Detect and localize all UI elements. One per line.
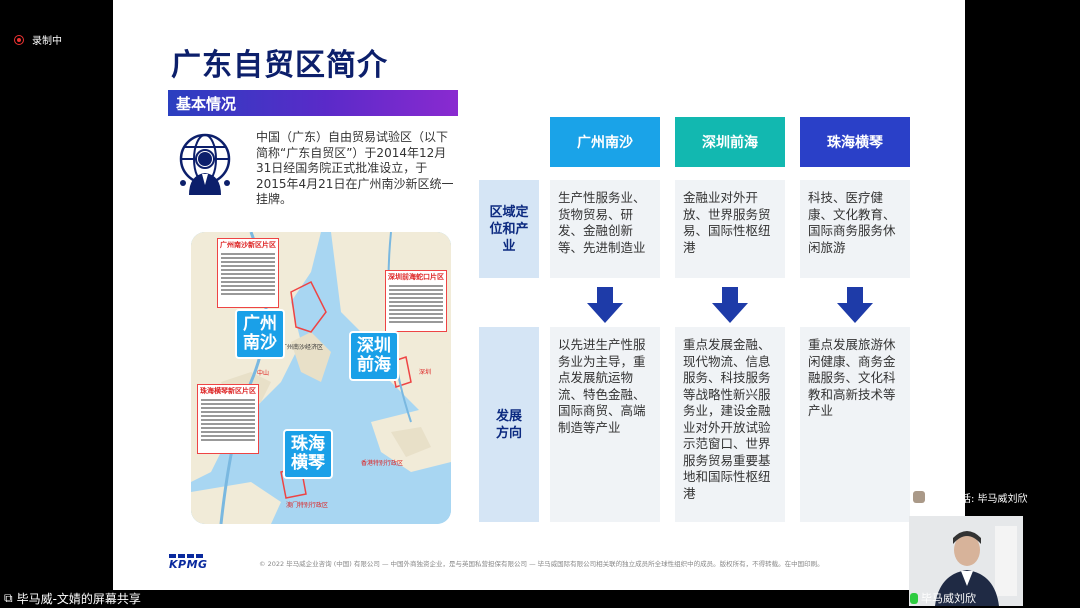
speaker-status-text: 正在讲话: 毕马威刘欣 — [931, 493, 1028, 505]
map-small-label: 中山 — [257, 370, 270, 377]
row-label-direction: 发展方向 — [479, 327, 539, 522]
businessman-globe-icon — [179, 133, 231, 195]
map-box-title-qianhai: 深圳前海蛇口片区 — [388, 273, 444, 281]
kpmg-logo: KPMG — [169, 558, 208, 571]
map-label-hengqin: 珠海 横琴 — [283, 429, 333, 479]
map-label-qianhai: 深圳 前海 — [349, 331, 399, 381]
down-arrow-icon — [587, 287, 623, 323]
cell-positioning-nansha: 生产性服务业、货物贸易、研发、金融创新等、先进制造业 — [550, 180, 660, 278]
map-box-title-nansha: 广州南沙新区片区 — [220, 241, 276, 249]
map-box-title-hengqin: 珠海横琴新区片区 — [200, 387, 256, 395]
column-header-hengqin: 珠海横琴 — [800, 117, 910, 167]
subtitle-bar: 基本情况 — [168, 90, 458, 116]
cell-direction-hengqin: 重点发展旅游休闲健康、商务金融服务、文化科教和高新技术等产业 — [800, 327, 910, 522]
cell-direction-nansha: 以先进生产性服务业为主导，重点发展航运物流、特色金融、国际商贸、高端制造等产业 — [550, 327, 660, 522]
kpmg-logo-mark — [169, 554, 203, 558]
map-small-label: 广州南沙经济区 — [281, 344, 324, 351]
recording-indicator[interactable]: 录制中 — [14, 32, 62, 47]
recording-label: 录制中 — [32, 36, 62, 47]
speaker-video-tile[interactable] — [909, 516, 1023, 606]
map-info-box-hengqin: 珠海横琴新区片区 — [197, 384, 259, 454]
speaker-name-tag: 毕马威刘欣 — [910, 590, 976, 606]
screen-share-text: 毕马威-文婧的屏幕共享 — [16, 592, 141, 606]
speaker-person-icon — [909, 516, 1023, 606]
column-header-nansha: 广州南沙 — [550, 117, 660, 167]
cell-positioning-qianhai: 金融业对外开放、世界服务贸易、国际性枢纽港 — [675, 180, 785, 278]
record-icon — [14, 34, 24, 45]
microphone-icon — [910, 592, 918, 604]
map-info-box-nansha: 广州南沙新区片区 — [217, 238, 279, 308]
speaker-status: 正在讲话: 毕马威刘欣 — [913, 488, 1073, 506]
screen-share-icon: ⧉ — [4, 591, 13, 605]
map-small-label: 香港特别行政区 — [361, 460, 404, 467]
speaker-avatar-icon — [913, 491, 925, 503]
cell-direction-qianhai: 重点发展金融、现代物流、信息服务、科技服务等战略性新兴服务业，建设金融业对外开放… — [675, 327, 785, 522]
speaker-name-text: 毕马威刘欣 — [921, 592, 976, 605]
map-small-label: 澳门特别行政区 — [286, 502, 329, 509]
footer-copyright: © 2022 毕马威企业咨询 (中国) 有限公司 — 中国外商独资企业，是与英国… — [259, 560, 824, 568]
screen-share-label[interactable]: ⧉ 毕马威-文婧的屏幕共享 — [4, 590, 141, 607]
intro-text: 中国（广东）自由贸易试验区（以下简称“广东自贸区”）于2014年12月31日经国… — [256, 130, 454, 206]
row-label-positioning: 区域定位和产业 — [479, 180, 539, 278]
region-map: 广州南沙新区片区 深圳前海蛇口片区 珠海横琴新区片区 广州南沙经济区 中山 深圳… — [191, 232, 451, 524]
map-small-label: 深圳 — [419, 369, 432, 376]
map-info-box-qianhai: 深圳前海蛇口片区 — [385, 270, 447, 332]
shared-slide: 广东自贸区简介 基本情况 中国（广东）自由贸易试验区（以下简称“广东自贸区”）于… — [113, 0, 965, 590]
down-arrow-icon — [712, 287, 748, 323]
map-label-nansha: 广州 南沙 — [235, 309, 285, 359]
cell-positioning-hengqin: 科技、医疗健康、文化教育、国际商务服务休闲旅游 — [800, 180, 910, 278]
subtitle-text: 基本情况 — [176, 95, 237, 113]
slide-title: 广东自贸区简介 — [171, 48, 388, 83]
column-header-qianhai: 深圳前海 — [675, 117, 785, 167]
down-arrow-icon — [837, 287, 873, 323]
